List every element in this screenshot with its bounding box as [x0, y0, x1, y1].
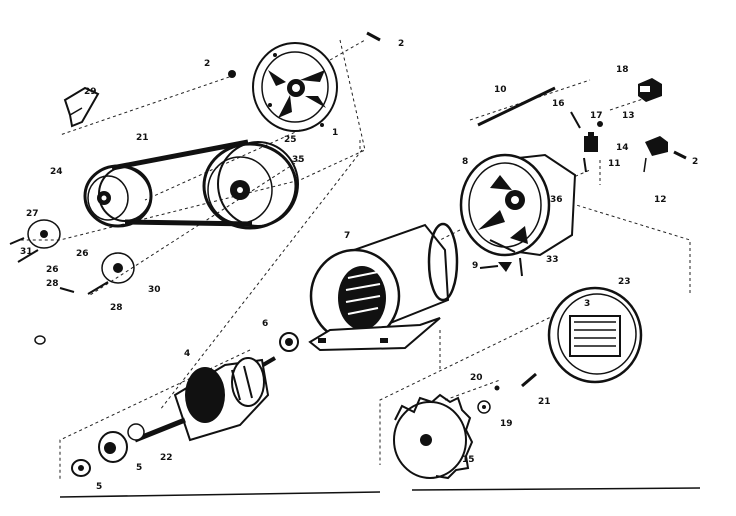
label-part-36: 36 [550, 195, 563, 205]
pin-part-2-right [673, 150, 687, 160]
label-part-30: 30 [148, 285, 161, 295]
washer-part-22 [127, 423, 145, 441]
tie-rod [477, 86, 556, 127]
motor-frame-housing [308, 222, 459, 352]
small-pulley [83, 164, 153, 228]
pin-part-17 [597, 121, 603, 127]
label-part-16: 16 [552, 99, 565, 109]
end-cover-plate [547, 286, 643, 384]
label-part-11: 11 [608, 159, 621, 169]
label-part-5-bearing: 5 [136, 463, 142, 473]
label-part-28-b: 28 [110, 303, 123, 313]
bearing-part-5 [98, 431, 128, 463]
label-part-2: 2 [398, 39, 404, 49]
label-part-21-belt: 21 [136, 133, 149, 143]
label-part-2-left: 2 [204, 59, 210, 69]
washer-part-19 [477, 400, 491, 414]
nut-part-30 [494, 385, 500, 391]
pulley-hub-left [9, 219, 61, 263]
label-part-22: 22 [160, 453, 173, 463]
small-ring [34, 335, 46, 345]
label-part-20: 20 [470, 373, 483, 383]
label-part-18: 18 [616, 65, 629, 75]
label-part-19: 19 [500, 419, 513, 429]
label-part-33: 33 [546, 255, 559, 265]
label-part-24: 24 [50, 167, 63, 177]
label-part-12: 12 [654, 195, 667, 205]
label-part-7: 7 [344, 231, 350, 241]
rotor-armature [134, 356, 277, 443]
label-part-25: 25 [284, 135, 297, 145]
pin-part-16 [570, 111, 581, 129]
label-part-35: 35 [292, 155, 305, 165]
callouts: 1 2 2 2 3 4 5 5 6 7 8 9 10 11 12 13 14 1… [20, 39, 698, 492]
screw-part-31 [521, 372, 537, 388]
switch-part-14 [584, 132, 598, 152]
washer-part-5-lower [71, 459, 91, 477]
screw-part-15 [583, 157, 587, 173]
pin-part-3 [366, 31, 381, 42]
label-part-6: 6 [262, 319, 268, 329]
label-part-21-screw: 21 [538, 397, 551, 407]
label-part-26-a: 26 [76, 249, 89, 259]
label-part-13: 13 [622, 111, 635, 121]
end-bell-fan [252, 42, 338, 132]
label-part-15: 15 [462, 455, 475, 465]
pulley-hub-lower [59, 252, 135, 295]
pin-part-2-left [228, 70, 236, 78]
large-pulley [202, 141, 299, 230]
label-part-27: 27 [26, 209, 39, 219]
end-bell-switch [459, 153, 577, 257]
label-part-5-washer: 5 [96, 482, 102, 492]
label-part-1: 1 [332, 128, 338, 138]
label-part-2-right: 2 [692, 157, 698, 167]
label-part-3: 3 [584, 299, 590, 309]
label-part-8: 8 [462, 157, 468, 167]
label-part-14: 14 [616, 143, 629, 153]
cooling-fan [393, 393, 474, 480]
label-part-10: 10 [494, 85, 507, 95]
mounting-clip [63, 86, 100, 128]
label-part-26-b: 26 [46, 265, 59, 275]
baseline-rules [59, 487, 701, 498]
bearing-part-6 [279, 332, 299, 352]
screw-part-33 [519, 257, 523, 277]
label-part-23: 23 [618, 277, 631, 287]
label-part-4: 4 [184, 349, 190, 359]
label-part-17: 17 [590, 111, 603, 121]
switch-part-13 [643, 136, 668, 173]
capacitor-part-18 [638, 78, 662, 102]
label-part-29: 29 [84, 87, 97, 97]
clip-part-9 [479, 262, 512, 272]
label-part-28-a: 28 [46, 279, 59, 289]
label-part-31-hub: 31 [20, 247, 33, 257]
label-part-9: 9 [472, 261, 478, 271]
